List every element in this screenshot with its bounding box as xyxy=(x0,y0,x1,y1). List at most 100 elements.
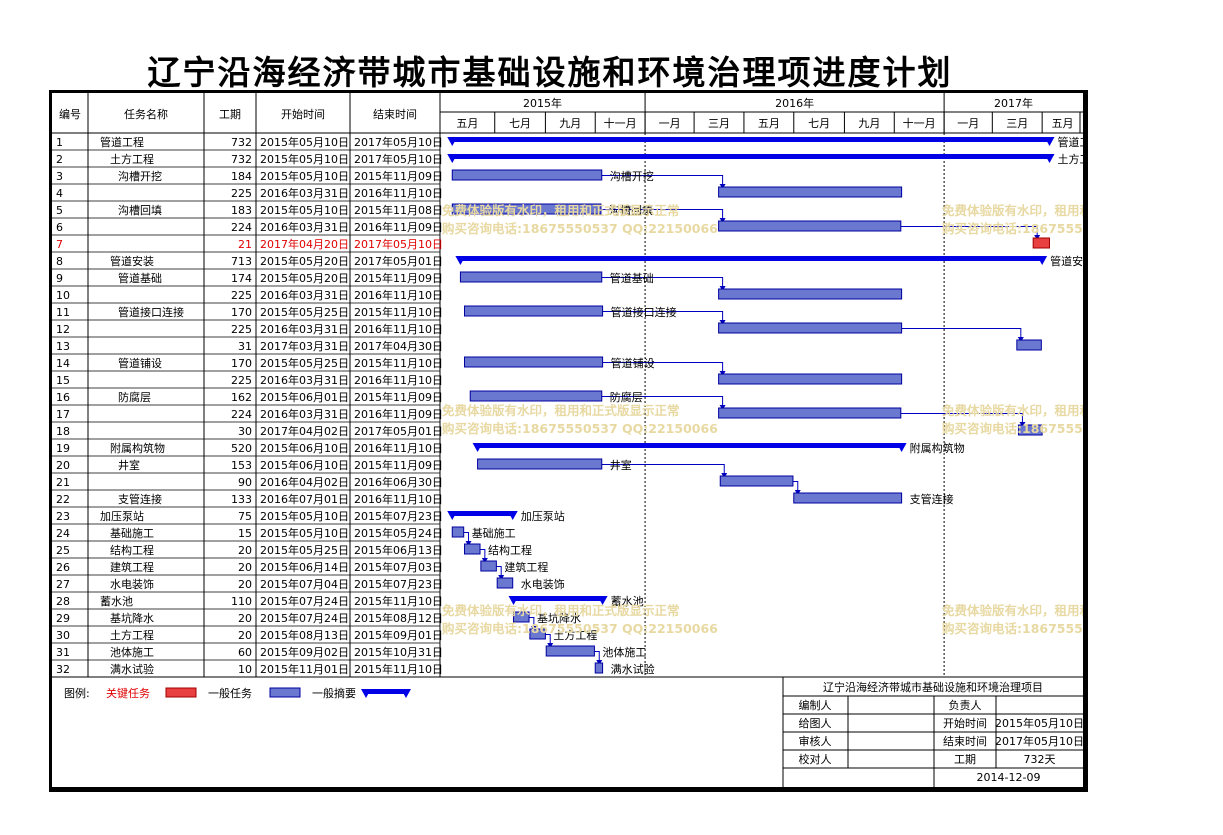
task-bar[interactable] xyxy=(451,169,603,181)
link-line xyxy=(602,362,724,374)
task-bar[interactable] xyxy=(451,203,602,215)
task-bar[interactable] xyxy=(1017,424,1043,436)
task-bar[interactable] xyxy=(513,611,530,623)
task-name: 管道基础 xyxy=(118,271,162,285)
summary-start-marker xyxy=(447,154,458,163)
task-id: 19 xyxy=(56,442,70,455)
task-end: 2017年04月30日 xyxy=(354,339,443,353)
task-bar[interactable] xyxy=(1016,339,1042,351)
summary-bar[interactable] xyxy=(513,596,603,601)
summary-bar[interactable] xyxy=(452,511,513,516)
task-bar[interactable] xyxy=(477,458,603,470)
task-name: 井室 xyxy=(118,458,140,472)
task-id: 15 xyxy=(56,374,70,387)
task-bar[interactable] xyxy=(718,220,902,232)
task-start: 2015年05月20日 xyxy=(260,271,349,285)
task-start: 2016年07月01日 xyxy=(260,492,349,506)
task-id: 22 xyxy=(56,493,70,506)
legend-critical-label: 关键任务 xyxy=(106,686,150,700)
task-bar[interactable] xyxy=(545,645,595,657)
task-end: 2015年07月03日 xyxy=(354,560,443,574)
summary-end-marker xyxy=(1044,154,1055,163)
task-bar[interactable] xyxy=(718,373,903,385)
task-id: 30 xyxy=(56,629,70,642)
summary-bar[interactable] xyxy=(477,443,902,448)
watermark-line1: 免费体验版有水印，租用和正式版显示正常 xyxy=(442,603,680,618)
task-bar[interactable] xyxy=(529,628,546,640)
task-bar[interactable] xyxy=(451,526,465,538)
footer: 图例:关键任务一般任务一般摘要 xyxy=(52,676,1083,700)
col-header-id: 编号 xyxy=(59,107,81,121)
summary-bar[interactable] xyxy=(452,154,1050,159)
task-duration: 732 xyxy=(231,136,252,149)
task-id: 27 xyxy=(56,578,70,591)
task-bar[interactable] xyxy=(464,305,604,317)
task-bar[interactable] xyxy=(718,288,903,300)
col-header-name: 任务名称 xyxy=(124,107,168,121)
task-bar[interactable] xyxy=(480,560,497,572)
task-bar[interactable] xyxy=(793,492,903,504)
task-bar[interactable] xyxy=(496,577,514,589)
task-bar[interactable] xyxy=(459,271,603,283)
task-duration: 170 xyxy=(231,306,252,319)
task-start: 2015年05月25日 xyxy=(260,543,349,557)
task-bar[interactable] xyxy=(718,186,903,198)
task-name: 池体施工 xyxy=(110,645,154,659)
legend-prefix: 图例: xyxy=(64,686,90,700)
link-line xyxy=(529,617,535,629)
summary-bar[interactable] xyxy=(460,256,1043,261)
info-label: 给图人 xyxy=(799,717,832,730)
critical-task-bar[interactable] xyxy=(1032,237,1051,249)
task-bar[interactable] xyxy=(594,662,604,674)
task-name: 建筑工程 xyxy=(110,560,154,574)
task-bar[interactable] xyxy=(464,356,604,368)
task-bar[interactable] xyxy=(718,407,902,419)
task-bar[interactable] xyxy=(719,475,794,487)
link-line xyxy=(602,311,724,323)
summary-bar[interactable] xyxy=(452,137,1050,142)
task-id: 13 xyxy=(56,340,70,353)
task-end: 2015年06月13日 xyxy=(354,543,443,557)
task-bar[interactable] xyxy=(464,543,481,555)
task-start: 2016年03月31日 xyxy=(260,288,349,302)
task-duration: 713 xyxy=(231,255,252,268)
task-bar[interactable] xyxy=(718,322,903,334)
task-start: 2016年03月31日 xyxy=(260,322,349,336)
task-end: 2017年05月01日 xyxy=(354,254,443,268)
task-bar[interactable] xyxy=(469,390,603,402)
task-duration: 110 xyxy=(231,595,252,608)
